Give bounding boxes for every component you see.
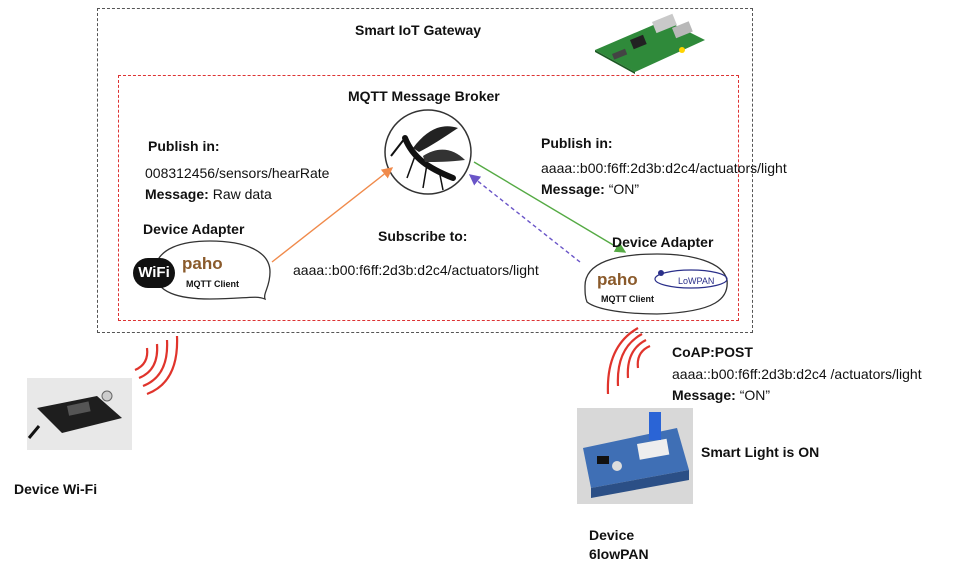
mosquitto-icon [384,109,472,195]
gateway-title: Smart IoT Gateway [355,22,482,38]
left-publish-label: Publish in: [148,138,220,154]
lowpan-device-photo [577,408,693,504]
device-wifi-label: Device Wi-Fi [14,481,98,497]
coap-label: CoAP:POST [672,344,753,360]
coap-topic: aaaa::b00:f6ff:2d3b:d2c4 /actuators/ligh… [672,366,922,382]
message-value: “ON” [735,387,771,403]
left-publish-message: Message: Raw data [145,186,272,202]
right-publish-message: Message: “ON” [541,181,639,197]
forward-arrow [473,161,627,253]
right-adapter-title: Device Adapter [612,234,714,250]
left-adapter-title: Device Adapter [143,221,245,237]
gateway-boundary [97,8,753,333]
device-6lowpan-line1: Device [589,527,635,543]
wifi-device-signal-icon [134,335,179,396]
coap-message: Message: “ON” [672,387,770,403]
lowpan-badge: LoWPAN [678,276,715,286]
raspberry-pi-board-icon [595,13,705,74]
paho-logo: paho [182,254,223,273]
device-6lowpan-line2: 6lowPAN [589,546,649,562]
wifi-device-photo [27,378,132,450]
lowpan-logo-icon [654,269,728,289]
broker-title: MQTT Message Broker [348,88,500,104]
message-key: Message: [145,186,209,202]
right-publish-topic: aaaa::b00:f6ff:2d3b:d2c4/actuators/light [541,160,787,176]
left-mqtt-client-label: MQTT Client [186,279,239,289]
message-key: Message: [541,181,605,197]
lowpan-signal-icon [606,327,651,395]
left-adapter-bubble [154,240,271,301]
right-publish-label: Publish in: [541,135,613,151]
left-publish-topic: 008312456/sensors/hearRate [145,165,330,181]
message-key: Message: [672,387,736,403]
publish-arrow [271,167,394,263]
subscribe-topic: aaaa::b00:f6ff:2d3b:d2c4/actuators/light [293,262,539,278]
wifi-badge: WiFi [133,258,175,288]
paho-logo: paho [597,270,638,289]
subscribe-arrow [468,174,581,263]
message-value: Raw data [208,186,272,202]
smart-light-status: Smart Light is ON [701,444,820,460]
broker-boundary [118,75,739,321]
right-adapter-bubble [584,253,728,315]
right-mqtt-client-label: MQTT Client [601,294,654,304]
subscribe-label: Subscribe to: [378,228,468,244]
message-value: “ON” [604,181,640,197]
